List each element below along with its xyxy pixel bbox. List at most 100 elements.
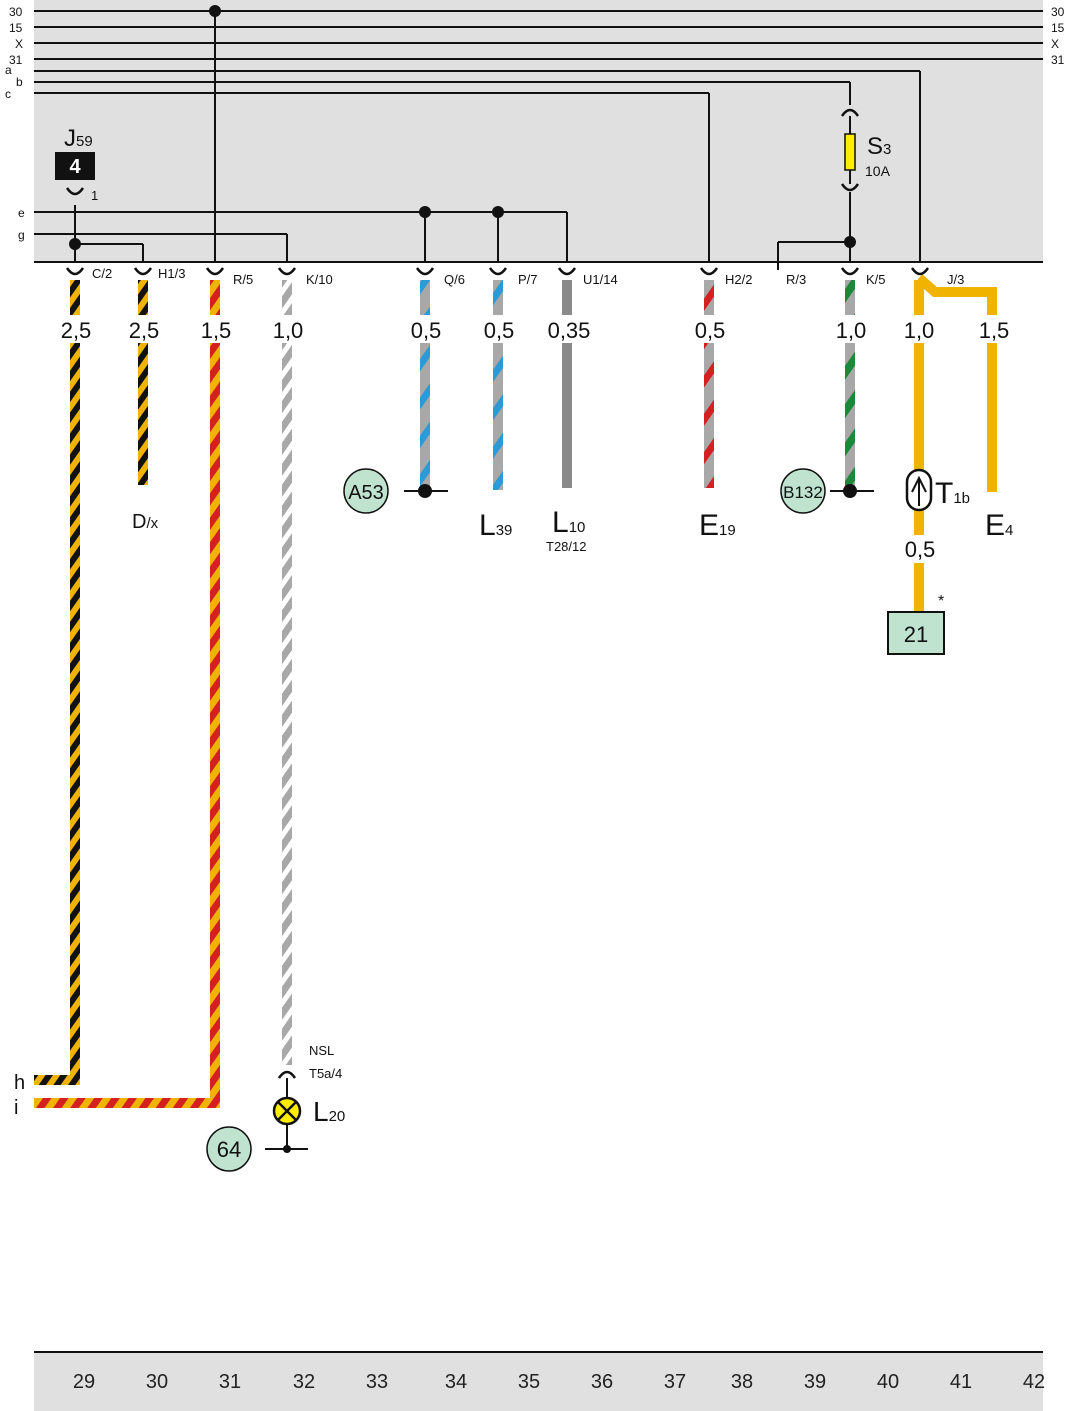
wire-size-12: 0,5 [905, 537, 936, 562]
a53-junction [418, 484, 432, 498]
wire-i-horizontal [34, 1098, 220, 1108]
wire-e4 [915, 274, 997, 492]
grid-number: 41 [950, 1371, 972, 1393]
connector-j3: J/3 [947, 272, 964, 287]
grid-number: 40 [877, 1371, 899, 1393]
ref-21-star: * [938, 593, 944, 610]
wire-size-6: 0,5 [484, 318, 515, 343]
connector-q6: Q/6 [444, 272, 465, 287]
lamp-nsl-label: NSL [309, 1043, 334, 1058]
wire-p7 [493, 280, 503, 490]
connector-h13: H1/3 [158, 266, 185, 281]
line-label-h: h [14, 1072, 25, 1094]
relay-badge [55, 152, 95, 180]
rail-label-15-left: 15 [9, 21, 23, 35]
wire-h13 [138, 280, 148, 485]
wire-h-horizontal [34, 1075, 80, 1085]
wire-u114 [562, 280, 572, 488]
grid-number: 32 [293, 1371, 315, 1393]
component-d: D/x [132, 511, 159, 533]
relay-badge-number: 4 [69, 156, 81, 178]
component-l10: L10 [552, 506, 585, 539]
wire-size-1: 2,5 [61, 318, 92, 343]
ref-21-label: 21 [904, 622, 928, 647]
wire-c2 [70, 280, 80, 1085]
rail-label-c: c [5, 87, 11, 101]
grid-number: 38 [731, 1371, 753, 1393]
grid-footer-panel [34, 1352, 1043, 1411]
rail-label-e: e [18, 206, 25, 220]
connector-h22: H2/2 [725, 272, 752, 287]
rail-label-30-right: 30 [1051, 5, 1065, 19]
connector-k10: K/10 [306, 272, 333, 287]
connector-p7: P/7 [518, 272, 538, 287]
connector-u114: U1/14 [583, 272, 618, 287]
ref-a53 [343, 468, 389, 514]
component-e4: E4 [985, 509, 1013, 542]
rail-label-15-right: 15 [1051, 21, 1065, 35]
wire-size-11: 1,5 [979, 318, 1010, 343]
rail-label-a: a [5, 63, 12, 77]
fuse-rating: 10A [865, 163, 891, 179]
component-l20: L20 [313, 1096, 345, 1127]
wire-h22 [704, 280, 714, 488]
wire-size-2: 2,5 [129, 318, 160, 343]
grid-number: 36 [591, 1371, 613, 1393]
connector-r3: R/3 [786, 272, 806, 287]
junction-dots [69, 5, 856, 250]
component-t1b: T1b [935, 477, 970, 510]
rail-label-x-right: X [1051, 37, 1059, 51]
wire-q6 [420, 280, 430, 490]
b132-junction [843, 484, 857, 498]
wire-k5 [845, 280, 855, 490]
ref-64-label: 64 [217, 1137, 241, 1162]
connector-c2: C/2 [92, 266, 112, 281]
connector-t1b-arrow [911, 475, 927, 506]
grid-number: 37 [664, 1371, 686, 1393]
lamp-connector-label: T5a/4 [309, 1066, 342, 1081]
rail-label-g: g [18, 228, 25, 242]
ref-b132 [780, 468, 826, 514]
component-e19: E19 [699, 509, 736, 542]
wire-size-10: 1,0 [904, 318, 935, 343]
supply-rails [34, 10, 1043, 270]
grid-number: 35 [518, 1371, 540, 1393]
lamp-connector-cup [277, 1070, 297, 1079]
relay-pin-number: 1 [91, 188, 98, 203]
ref-b132-label: B132 [783, 483, 823, 502]
ref-21-box [887, 611, 945, 655]
relay-j59-label: J59 [64, 125, 93, 152]
fuse-cup-bottom [840, 183, 860, 192]
wire-size-4: 1,0 [273, 318, 304, 343]
rail-label-30-left: 30 [9, 5, 23, 19]
grid-number: 30 [146, 1371, 168, 1393]
wire-k10 [282, 280, 292, 1065]
connector-k5: K/5 [866, 272, 886, 287]
wire-r5 [210, 280, 220, 1108]
rail-label-31-right: 31 [1051, 53, 1065, 67]
connector-r5: R/5 [233, 272, 253, 287]
connector-cups [65, 267, 930, 276]
line-label-i: i [14, 1097, 18, 1119]
wire-size-3: 1,5 [201, 318, 232, 343]
ref-64-junction [283, 1145, 291, 1153]
grid-number: 34 [445, 1371, 467, 1393]
fuse-cup-top [840, 108, 860, 117]
wire-j3 [914, 280, 924, 470]
rail-label-31-left: 31 [9, 53, 23, 67]
fuse-s3 [844, 133, 856, 171]
grid-number: 42 [1023, 1371, 1045, 1393]
grid-number: 29 [73, 1371, 95, 1393]
wire-size-8: 0,5 [695, 318, 726, 343]
wire-size-backgrounds [58, 315, 1012, 563]
grid-number: 39 [804, 1371, 826, 1393]
control-unit-panel [34, 0, 1043, 262]
grid-number: 31 [219, 1371, 241, 1393]
component-l39: L39 [479, 509, 512, 542]
lamp-cross [277, 1101, 297, 1121]
grid-number: 33 [366, 1371, 388, 1393]
wire-size-7: 0,35 [548, 318, 591, 343]
ref-a53-label: A53 [348, 482, 384, 504]
relay-pin-cup [65, 187, 85, 196]
wire-size-9: 1,0 [836, 318, 867, 343]
